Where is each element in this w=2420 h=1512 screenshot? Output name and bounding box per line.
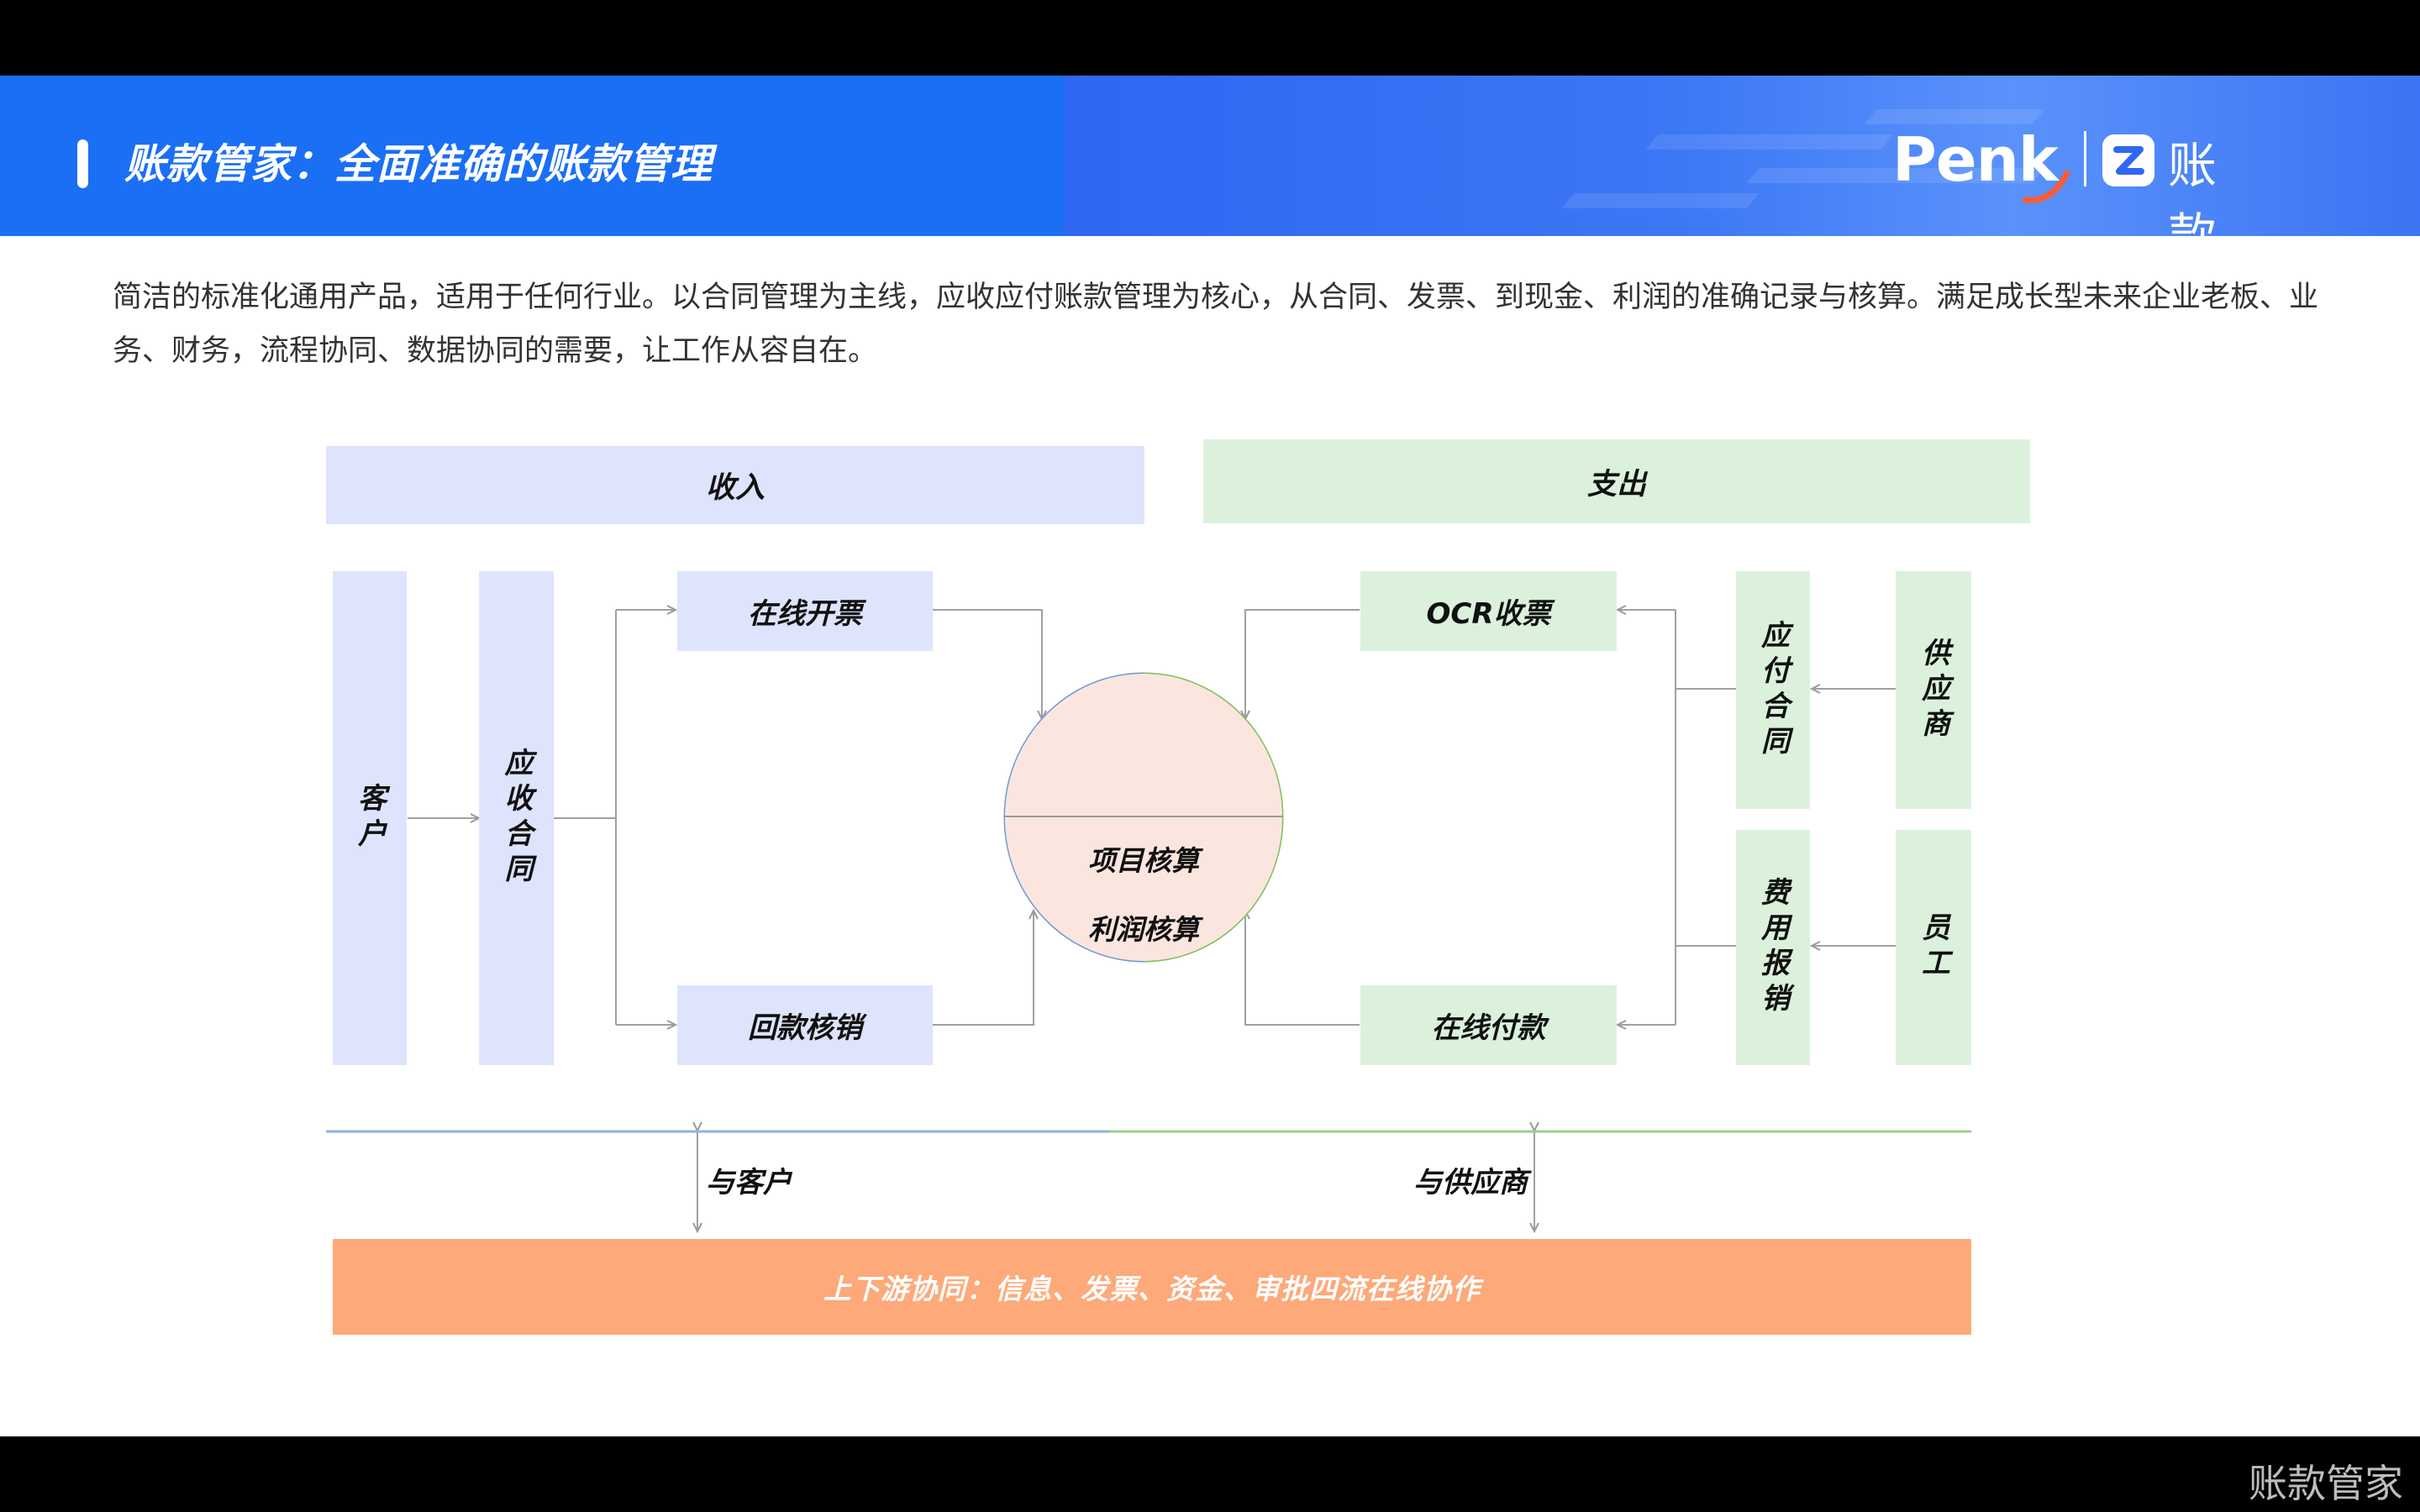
circle-divider: [1005, 816, 1282, 817]
slide-header: 账款管家：全面准确的账款管理 Penk 账款管家: [0, 76, 2420, 406]
profit-accounting-label: 利润核算: [1088, 913, 1199, 946]
expense-reimbursement-box: 费用报销: [1736, 830, 1810, 1065]
ocr-receipt-box: OCR收票: [1360, 571, 1617, 651]
brand-divider: [2084, 131, 2086, 186]
supplier-box: 供应商: [1896, 571, 1971, 809]
payment-writeoff-box: 回款核销: [677, 985, 933, 1065]
with-customer-label: 与客户: [706, 1166, 792, 1200]
receivable-contract-box: 应收合同: [479, 571, 554, 1065]
with-supplier-label: 与供应商: [1413, 1166, 1528, 1200]
arrow-writeoff-to-center: [933, 911, 1034, 1026]
bottom-letterbox: 账款管家: [0, 1436, 2420, 1512]
header-right-panel: [1064, 76, 2420, 236]
collaboration-band: 上下游协同：信息、发票、资金、审批四流在线协作: [333, 1239, 1971, 1335]
online-payment-box: 在线付款: [1360, 985, 1617, 1065]
employee-box: 员工: [1896, 830, 1971, 1065]
arrow-invoicing-to-center: [933, 609, 1042, 719]
brand-penk-wordmark: Penk: [1892, 124, 2059, 195]
arrow-ocr-to-center: [1245, 609, 1360, 719]
brand-name: 账款管家: [2168, 137, 2217, 406]
top-letterbox: [0, 0, 2420, 76]
swoosh-icon: [2022, 170, 2070, 203]
arrow-payment-to-center: [1245, 911, 1360, 1026]
header-left-panel: [0, 76, 1064, 236]
income-header: 收入: [326, 446, 1144, 524]
watermark-text: 账款管家: [2249, 1461, 2403, 1506]
online-invoicing-box: 在线开票: [677, 571, 933, 651]
title-accent-bar: [77, 139, 88, 188]
z-logo-icon: [2102, 134, 2154, 186]
slide: 账款管家：全面准确的账款管理 Penk 账款管家 简洁的标准化通用产品，适用于任…: [0, 76, 2420, 1436]
description-text: 简洁的标准化通用产品，适用于任何行业。以合同管理为主线，应收应付账款管理为核心，…: [113, 281, 2319, 368]
expense-header: 支出: [1203, 439, 2030, 523]
payable-contract-box: 应付合同: [1736, 571, 1810, 809]
project-accounting-label: 项目核算: [1088, 844, 1199, 877]
page-title: 账款管家：全面准确的账款管理: [124, 140, 713, 188]
customer-box: 客户: [333, 571, 407, 1065]
